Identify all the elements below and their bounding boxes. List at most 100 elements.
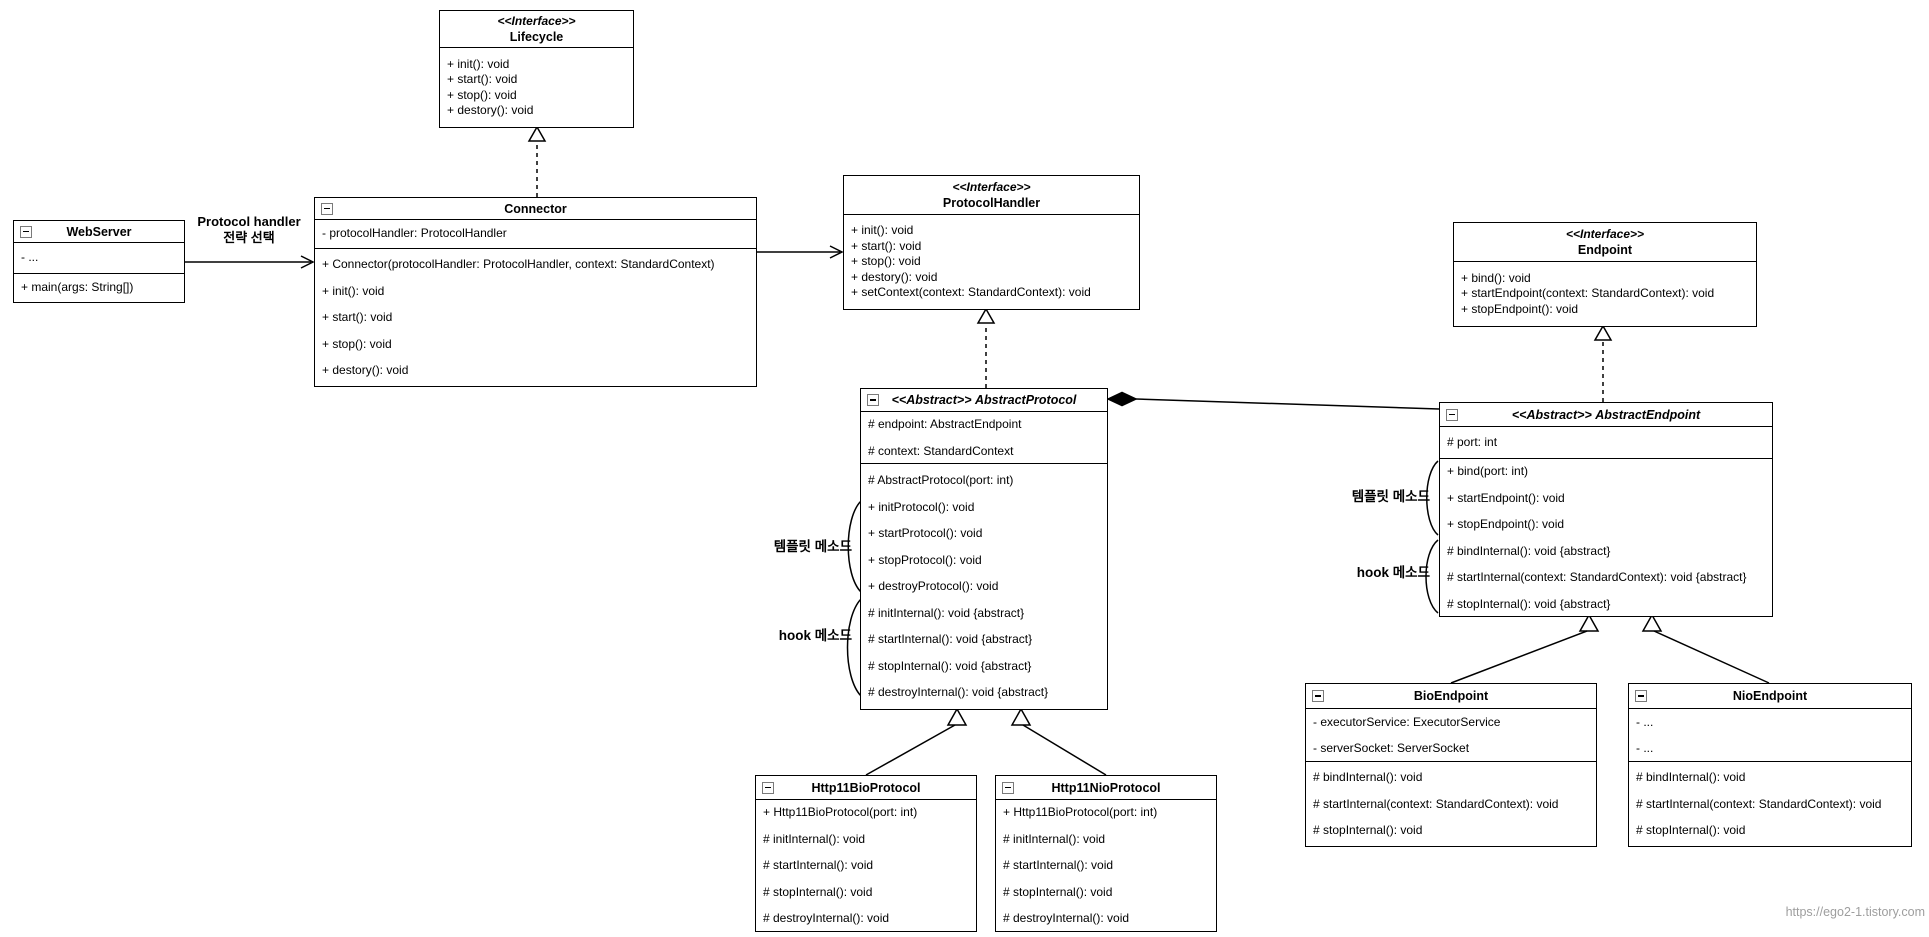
methods-compartment: + bind(): void+ startEndpoint(context: S… <box>1454 261 1756 326</box>
class-title: Connector <box>504 201 567 216</box>
member-row: + stopEndpoint(): void <box>1447 517 1565 531</box>
collapse-icon[interactable] <box>762 781 774 794</box>
member-row: + Http11BioProtocol(port: int) <box>763 805 918 820</box>
collapse-icon[interactable] <box>321 202 333 215</box>
member-row: # stopInternal(): void <box>1003 884 1113 899</box>
member-row: + start(): void <box>447 72 518 86</box>
member-row: - protocolHandler: ProtocolHandler <box>322 226 507 241</box>
collapse-icon[interactable] <box>1002 781 1014 794</box>
member-row: # context: StandardContext <box>868 443 1014 458</box>
member-row: + destory(): void <box>447 103 534 117</box>
member-row: # startInternal(context: StandardContext… <box>1447 570 1747 584</box>
member-row: # bindInternal(): void <box>1313 770 1423 785</box>
member-row: # initInternal(): void {abstract} <box>868 605 1025 620</box>
class-protocolhandler: <<Interface>> ProtocolHandler + init(): … <box>843 175 1140 310</box>
member-row: + destory(): void <box>851 269 938 284</box>
member-row: # startInternal(context: StandardContext… <box>1313 796 1559 811</box>
watermark-url: https://ego2-1.tistory.com <box>1785 905 1925 919</box>
abstractendpoint-generalization-triangle-right <box>1641 613 1663 632</box>
member-row: + setContext(context: StandardContext): … <box>851 285 1091 300</box>
class-title: NioEndpoint <box>1732 689 1808 703</box>
member-row: # stopInternal(): void {abstract} <box>868 658 1032 673</box>
bioendpoint-abstractendpoint-line <box>1450 630 1588 684</box>
member-row: # stopInternal(): void <box>763 884 873 899</box>
member-row: + startProtocol(): void <box>868 526 983 541</box>
methods-compartment: + Http11BioProtocol(port: int) # initInte… <box>756 799 976 931</box>
http11nio-abstractprotocol-line <box>1022 724 1107 776</box>
member-row: + Connector(protocolHandler: ProtocolHan… <box>322 257 715 272</box>
collapse-icon[interactable] <box>1312 690 1324 702</box>
http11bio-abstractprotocol-line <box>865 724 956 776</box>
class-nioendpoint: NioEndpoint - ...- ... # bindInternal():… <box>1628 683 1912 847</box>
member-row: # startInternal(): void <box>763 858 874 873</box>
class-http11bioprotocol: Http11BioProtocol + Http11BioProtocol(po… <box>755 775 977 932</box>
class-abstractprotocol: <<Abstract>> AbstractProtocol # endpoint… <box>860 388 1108 710</box>
collapse-icon[interactable] <box>20 225 32 238</box>
hook-method-label-protocol: hook 메소드 <box>778 628 852 643</box>
template-method-label-endpoint: 템플릿 메소드 <box>1351 489 1430 504</box>
member-row: # destroyInternal(): void <box>1003 911 1130 926</box>
attributes-compartment: - protocolHandler: ProtocolHandler <box>315 219 756 248</box>
methods-compartment: # AbstractProtocol(port: int)+ initProto… <box>861 463 1107 709</box>
member-row: # startInternal(context: StandardContext… <box>1636 796 1882 811</box>
member-row: + startEndpoint(context: StandardContext… <box>1461 286 1715 301</box>
member-row: + init(): void <box>322 283 385 298</box>
member-row: - ... <box>1636 714 1654 729</box>
class-title: WebServer <box>66 224 132 239</box>
member-row: # startInternal(): void {abstract} <box>868 632 1033 647</box>
member-row: + bind(port: int) <box>1447 464 1529 478</box>
member-row: + init(): void <box>851 223 914 238</box>
member-row: # stopInternal(): void <box>1313 823 1423 838</box>
member-row: + Http11BioProtocol(port: int) <box>1003 805 1158 820</box>
member-row: + stop(): void <box>851 254 921 269</box>
nioendpoint-abstractendpoint-line <box>1653 630 1770 684</box>
attributes-compartment: - executorService: ExecutorService - serv… <box>1306 708 1596 761</box>
hook-method-label-endpoint: hook 메소드 <box>1356 565 1430 580</box>
member-row: # initInternal(): void <box>763 831 866 846</box>
stereotype-label: <<Interface>> <box>952 179 1031 194</box>
class-title: ProtocolHandler <box>942 195 1041 210</box>
member-row: + stop(): void <box>447 87 517 102</box>
member-row: - executorService: ExecutorService <box>1313 714 1501 729</box>
methods-compartment: + Connector(protocolHandler: ProtocolHan… <box>315 248 756 386</box>
member-row: + bind(): void <box>1461 270 1531 285</box>
class-endpoint: <<Interface>> Endpoint + bind(): void+ s… <box>1453 222 1757 327</box>
member-row: - serverSocket: ServerSocket <box>1313 741 1470 755</box>
abstractprotocol-abstractendpoint-line <box>1135 398 1440 410</box>
methods-compartment: + main(args: String[]) <box>14 273 184 302</box>
protocolhandler-realization-triangle <box>976 307 996 324</box>
member-row: - ... <box>21 250 39 265</box>
class-title: BioEndpoint <box>1413 689 1489 703</box>
abstractprotocol-generalization-triangle-right <box>1010 707 1032 726</box>
class-http11nioprotocol: Http11NioProtocol + Http11BioProtocol(po… <box>995 775 1217 932</box>
member-row: # destroyInternal(): void {abstract} <box>868 685 1049 700</box>
class-title: Endpoint <box>1577 242 1633 257</box>
methods-compartment: + init(): void+ start(): void+ stop(): v… <box>440 47 633 127</box>
class-webserver: WebServer - ... + main(args: String[]) <box>13 220 185 303</box>
class-bioendpoint: BioEndpoint - executorService: ExecutorS… <box>1305 683 1597 847</box>
lifecycle-realization-triangle <box>527 125 547 142</box>
collapse-icon[interactable] <box>867 394 879 406</box>
member-row: # port: int <box>1447 434 1498 449</box>
abstractendpoint-generalization-triangle-left <box>1578 613 1600 632</box>
member-row: # initInternal(): void <box>1003 831 1106 846</box>
attributes-compartment: - ... <box>14 242 184 273</box>
collapse-icon[interactable] <box>1635 690 1647 702</box>
member-row: + destory(): void <box>322 363 409 378</box>
protocol-handler-strategy-label: Protocol handler 전략 선택 <box>197 214 301 245</box>
webserver-connector-arrowhead <box>300 255 315 269</box>
member-row: + start(): void <box>322 310 393 325</box>
attributes-compartment: - ...- ... <box>1629 708 1911 761</box>
member-row: # bindInternal(): void {abstract} <box>1447 543 1611 558</box>
connector-protocolhandler-arrowhead <box>829 245 844 259</box>
class-title: <<Abstract>> AbstractProtocol <box>891 393 1077 407</box>
member-row: # destroyInternal(): void <box>763 911 890 926</box>
class-title: Http11NioProtocol <box>1051 780 1161 795</box>
collapse-icon[interactable] <box>1446 408 1458 421</box>
member-row: # stopInternal(): void <box>1636 823 1746 838</box>
methods-compartment: + Http11BioProtocol(port: int) # initInte… <box>996 799 1216 931</box>
methods-compartment: + bind(port: int)+ startEndpoint(): void… <box>1440 458 1772 616</box>
member-row: + init(): void <box>447 56 510 71</box>
member-row: # startInternal(): void <box>1003 858 1114 873</box>
